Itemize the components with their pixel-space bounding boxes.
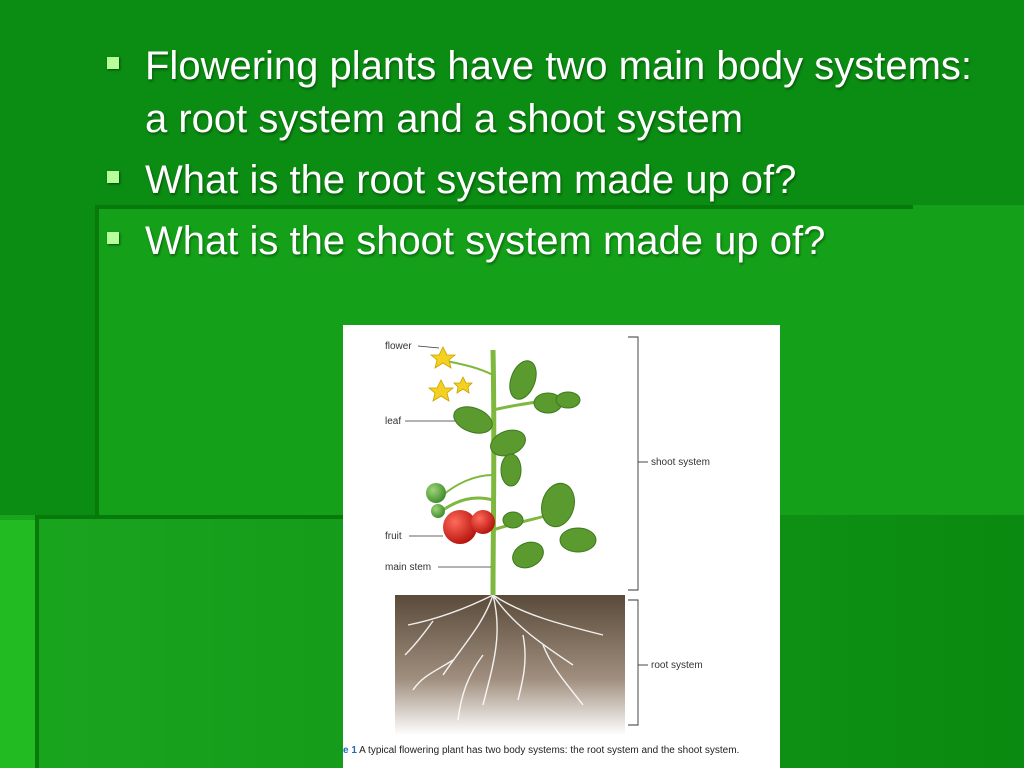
square-bullet-icon [107, 57, 119, 69]
figure-caption: e 1 A typical flowering plant has two bo… [343, 745, 780, 756]
square-bullet-icon [107, 232, 119, 244]
caption-text: A typical flowering plant has two body s… [359, 745, 740, 756]
system-brackets [628, 336, 648, 726]
fruits [426, 474, 495, 544]
roots [404, 594, 604, 721]
bullet-item: What is the root system made up of? [105, 154, 985, 207]
left-labels: flower leaf fruit main stem [385, 341, 491, 573]
bullet-list: Flowering plants have two main body syst… [105, 40, 985, 276]
shoot-system-label: shoot system [651, 457, 710, 468]
leaves [453, 360, 597, 569]
flowers [427, 346, 473, 402]
flower-label: flower [385, 341, 412, 352]
root-system-label: root system [651, 660, 703, 671]
plant-diagram: flower leaf fruit main stem shoot system… [343, 325, 780, 768]
bullet-text: Flowering plants have two main body syst… [145, 44, 973, 141]
main-stem [490, 349, 497, 596]
green-tomato [426, 483, 446, 503]
leaf-label: leaf [385, 416, 401, 427]
plant-illustration: flower leaf fruit main stem shoot system… [385, 336, 710, 735]
main-stem-label: main stem [385, 562, 431, 573]
caption-figure-number: e 1 [343, 745, 357, 756]
red-tomato [443, 510, 477, 544]
bullet-text: What is the root system made up of? [145, 158, 797, 202]
bullet-text: What is the shoot system made up of? [145, 219, 826, 263]
fruit-label: fruit [385, 531, 402, 542]
bullet-item: Flowering plants have two main body syst… [105, 40, 985, 146]
bullet-item: What is the shoot system made up of? [105, 215, 985, 268]
square-bullet-icon [107, 171, 119, 183]
